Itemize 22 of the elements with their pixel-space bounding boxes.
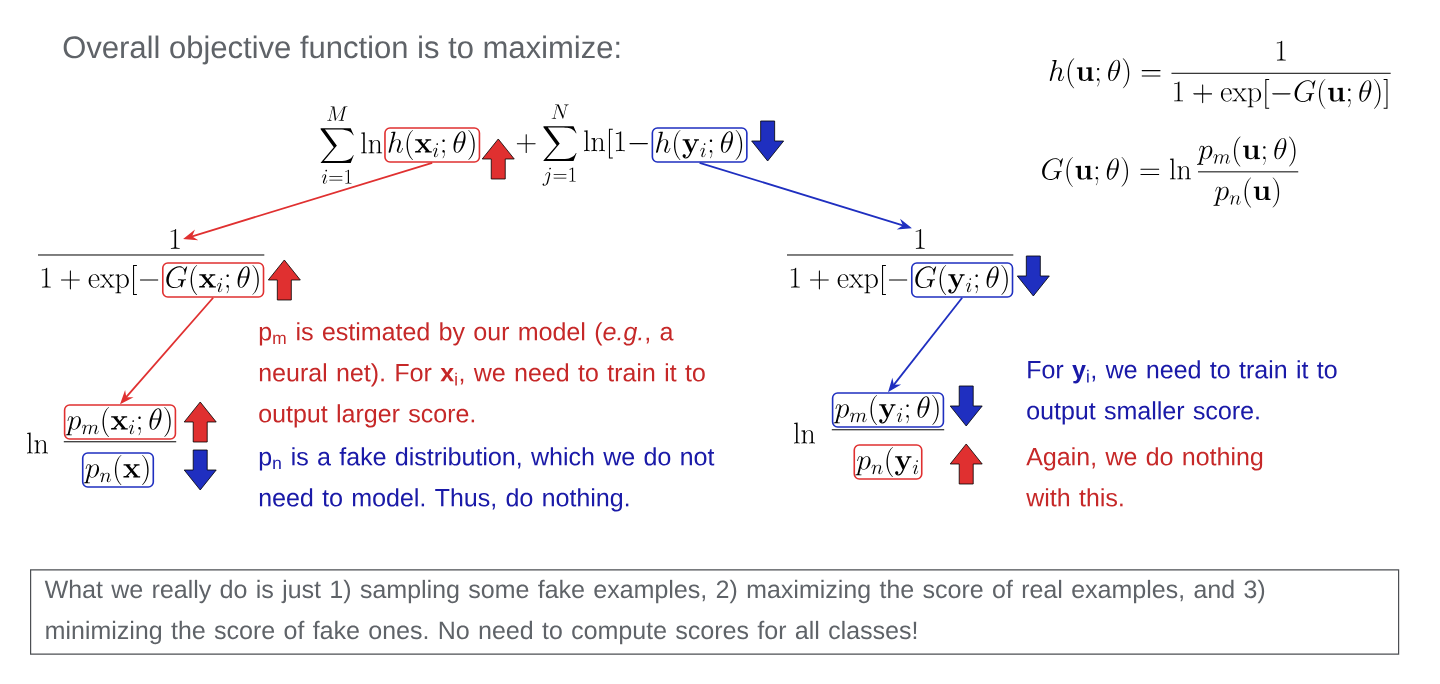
note-text: p$_{m}$ is estimated by our model (e.g., a neural net). For x$_{i}$, we need to train it to output larger score.	[259, 322, 705, 428]
formula-box: $p_m(\mathbf{y}_i;\theta)$	[831, 392, 945, 428]
formula: $h(\mathbf{u};\theta)=\frac{1}{1+\exp[-G(\mathbf{u};\theta)]}$	[1049, 40, 1391, 109]
formula: $\ln$	[794, 422, 815, 444]
formula-box: $G(\mathbf{x}_i;\theta)$	[162, 262, 265, 298]
formula-box: $h(\mathbf{y}_i;\theta)$	[651, 127, 748, 163]
formula-box: $p_n(\mathbf{y}_i$	[853, 444, 923, 480]
formula: $G(\mathbf{u};\theta)=\ln\frac{p_m(\mathbf{u};\theta)}{p_n(\mathbf{u})}$	[1042, 136, 1299, 208]
formula: $\ln$	[27, 432, 48, 454]
formula-box: $p_n(\mathbf{x})$	[81, 452, 155, 488]
formula: $+\sum_{j=1}^{N}\ln[1-$	[516, 104, 648, 186]
formula-box: $p_m(\mathbf{x}_i;\theta)$	[63, 404, 177, 440]
formula-box: $G(\mathbf{y}_i;\theta)$	[911, 262, 1014, 298]
formula: $\sum_{i=1}^{M}\ln$	[320, 106, 383, 184]
note-text: p$_{n}$ is a fake distribution, which we do not need to model. Thus, do nothing.	[259, 447, 715, 512]
formula-box: $h(\mathbf{x}_i;\theta)$	[384, 127, 481, 163]
summary-box: What we really do is just 1) sampling some fake examples, 2) maximizing the score of real examples, and 3) minimizing the score of fake ones. No need to compute scores for all classes!	[30, 569, 1400, 655]
fraction-numerator: $1$	[915, 228, 925, 249]
note-text: Again, we do nothing with this.	[1026, 447, 1263, 507]
fraction-numerator: $1$	[170, 228, 180, 249]
title: Overall objective function is to maximize:	[63, 35, 620, 65]
note-text: For y$_{i}$, we need to train it to output smaller score.	[1027, 360, 1337, 425]
